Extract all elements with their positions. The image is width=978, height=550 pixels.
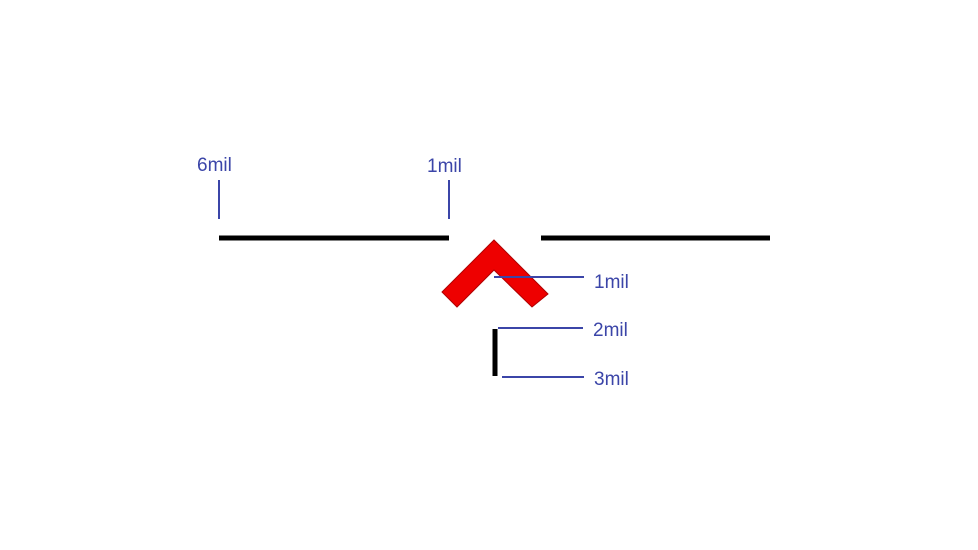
right-marker-label: 1mil	[427, 156, 462, 177]
left-marker-label: 6mil	[197, 155, 232, 176]
bar-bottom-callout-label: 3mil	[594, 369, 629, 390]
bar-top-callout-label: 2mil	[593, 320, 628, 341]
arrow-callout-label: 1mil	[594, 272, 629, 293]
red-chevron-arrow-icon	[441, 239, 549, 308]
